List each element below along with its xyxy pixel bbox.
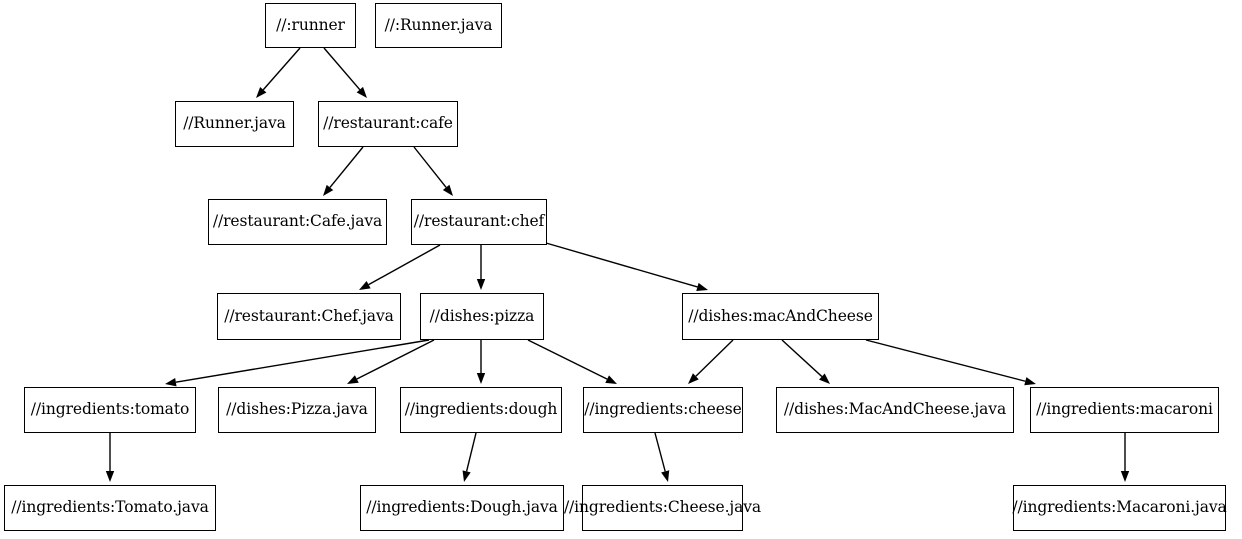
graph-node-label: //dishes:Pizza.java bbox=[226, 400, 368, 419]
graph-node-ing_dough[interactable]: //ingredients:dough bbox=[400, 387, 562, 433]
graph-node-label: //restaurant:Cafe.java bbox=[212, 212, 383, 231]
graph-node-root_runner_java[interactable]: //:Runner.java bbox=[375, 3, 502, 48]
graph-node-runner[interactable]: //:runner bbox=[265, 3, 356, 48]
graph-node-label: //restaurant:chef bbox=[413, 212, 545, 231]
graph-node-label: //ingredients:Cheese.java bbox=[563, 498, 762, 517]
graph-node-dishes_macncheese[interactable]: //dishes:macAndCheese bbox=[682, 293, 879, 340]
graph-node-label: //ingredients:Tomato.java bbox=[11, 498, 209, 517]
graph-node-restaurant_chef[interactable]: //restaurant:chef bbox=[411, 199, 547, 245]
graph-node-tomato_java[interactable]: //ingredients:Tomato.java bbox=[4, 485, 216, 531]
graph-node-label: //:Runner.java bbox=[384, 15, 493, 34]
graph-node-cheese_java[interactable]: //ingredients:Cheese.java bbox=[564, 485, 761, 531]
graph-node-label: //ingredients:cheese bbox=[584, 400, 742, 419]
graph-node-label: //dishes:macAndCheese bbox=[688, 306, 873, 325]
graph-node-cafe_java[interactable]: //restaurant:Cafe.java bbox=[208, 199, 387, 245]
graph-node-chef_java[interactable]: //restaurant:Chef.java bbox=[217, 293, 401, 340]
graph-node-label: //ingredients:macaroni bbox=[1036, 400, 1213, 419]
graph-node-label: //restaurant:Chef.java bbox=[224, 306, 394, 325]
graph-node-label: //ingredients:tomato bbox=[30, 400, 190, 419]
graph-node-label: //restaurant:cafe bbox=[323, 114, 453, 133]
graph-node-runner_java[interactable]: //Runner.java bbox=[175, 101, 294, 147]
graph-node-ing_tomato[interactable]: //ingredients:tomato bbox=[24, 387, 196, 433]
graph-node-pizza_java[interactable]: //dishes:Pizza.java bbox=[218, 387, 376, 433]
graph-node-ing_cheese[interactable]: //ingredients:cheese bbox=[583, 387, 743, 433]
graph-node-label: //ingredients:dough bbox=[404, 400, 558, 419]
graph-node-label: //Runner.java bbox=[183, 114, 286, 133]
graph-node-macncheese_java[interactable]: //dishes:MacAndCheese.java bbox=[776, 387, 1014, 433]
graph-node-label: //dishes:MacAndCheese.java bbox=[783, 400, 1007, 419]
graph-node-label: //ingredients:Dough.java bbox=[366, 498, 558, 517]
graph-node-dishes_pizza[interactable]: //dishes:pizza bbox=[420, 293, 544, 340]
graph-node-macaroni_java[interactable]: //ingredients:Macaroni.java bbox=[1012, 485, 1227, 531]
graph-node-ing_macaroni[interactable]: //ingredients:macaroni bbox=[1030, 387, 1219, 433]
graph-node-dough_java[interactable]: //ingredients:Dough.java bbox=[360, 485, 564, 531]
graph-node-label: //:runner bbox=[276, 15, 345, 34]
graph-node-restaurant_cafe[interactable]: //restaurant:cafe bbox=[318, 101, 458, 147]
graph-node-label: //ingredients:Macaroni.java bbox=[1012, 498, 1227, 517]
graph-node-label: //dishes:pizza bbox=[429, 306, 535, 325]
